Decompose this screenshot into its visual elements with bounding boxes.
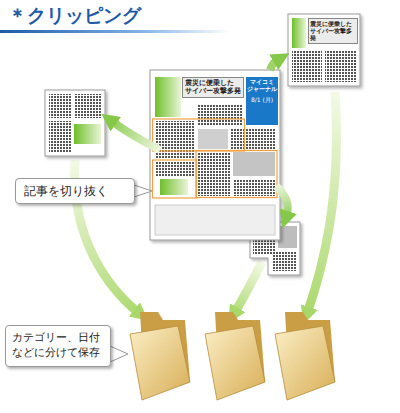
masthead-box: マイコミ ジャーナル 8/1 (月) [246, 77, 278, 125]
callout-box: カテゴリー、日付 などに分けて保存 [5, 325, 111, 367]
flow-arrow [234, 262, 262, 314]
callout-box: 記事を切り抜く [15, 178, 135, 204]
node-text: カテゴリー、日付 などに分けて保存 [12, 331, 104, 361]
clipping-piece [288, 14, 360, 86]
title-underline [0, 30, 230, 33]
newspaper-page: 震災に便乗した サイバー攻撃多発マイコミ ジャーナル 8/1 (月) [150, 70, 280, 240]
node-text: マイコミ ジャーナル [246, 79, 278, 93]
cut-arrow [110, 120, 160, 150]
folder-icon [130, 312, 190, 400]
callout-tail [110, 346, 128, 362]
node-subtext: 8/1 (月) [246, 96, 278, 104]
folder-icon [205, 312, 265, 400]
newspaper-page [150, 70, 280, 240]
flow-arrow [307, 92, 336, 314]
clipping-box: 震災に便乗した サイバー攻撃多発 [288, 14, 360, 86]
node-text: 震災に便乗した サイバー攻撃多発 [308, 18, 358, 44]
cut-arrow [276, 186, 288, 218]
newspaper-content [153, 77, 278, 235]
node-text: 震災に便乗した サイバー攻撃多発 [182, 77, 244, 98]
diagram-title: ＊クリッピング [8, 3, 141, 29]
node-text: 記事を切り抜く [24, 184, 126, 198]
callout-tail [134, 185, 152, 197]
clipping-piece [45, 90, 105, 156]
folder-icon [275, 312, 335, 400]
cut-arrow [270, 59, 280, 70]
